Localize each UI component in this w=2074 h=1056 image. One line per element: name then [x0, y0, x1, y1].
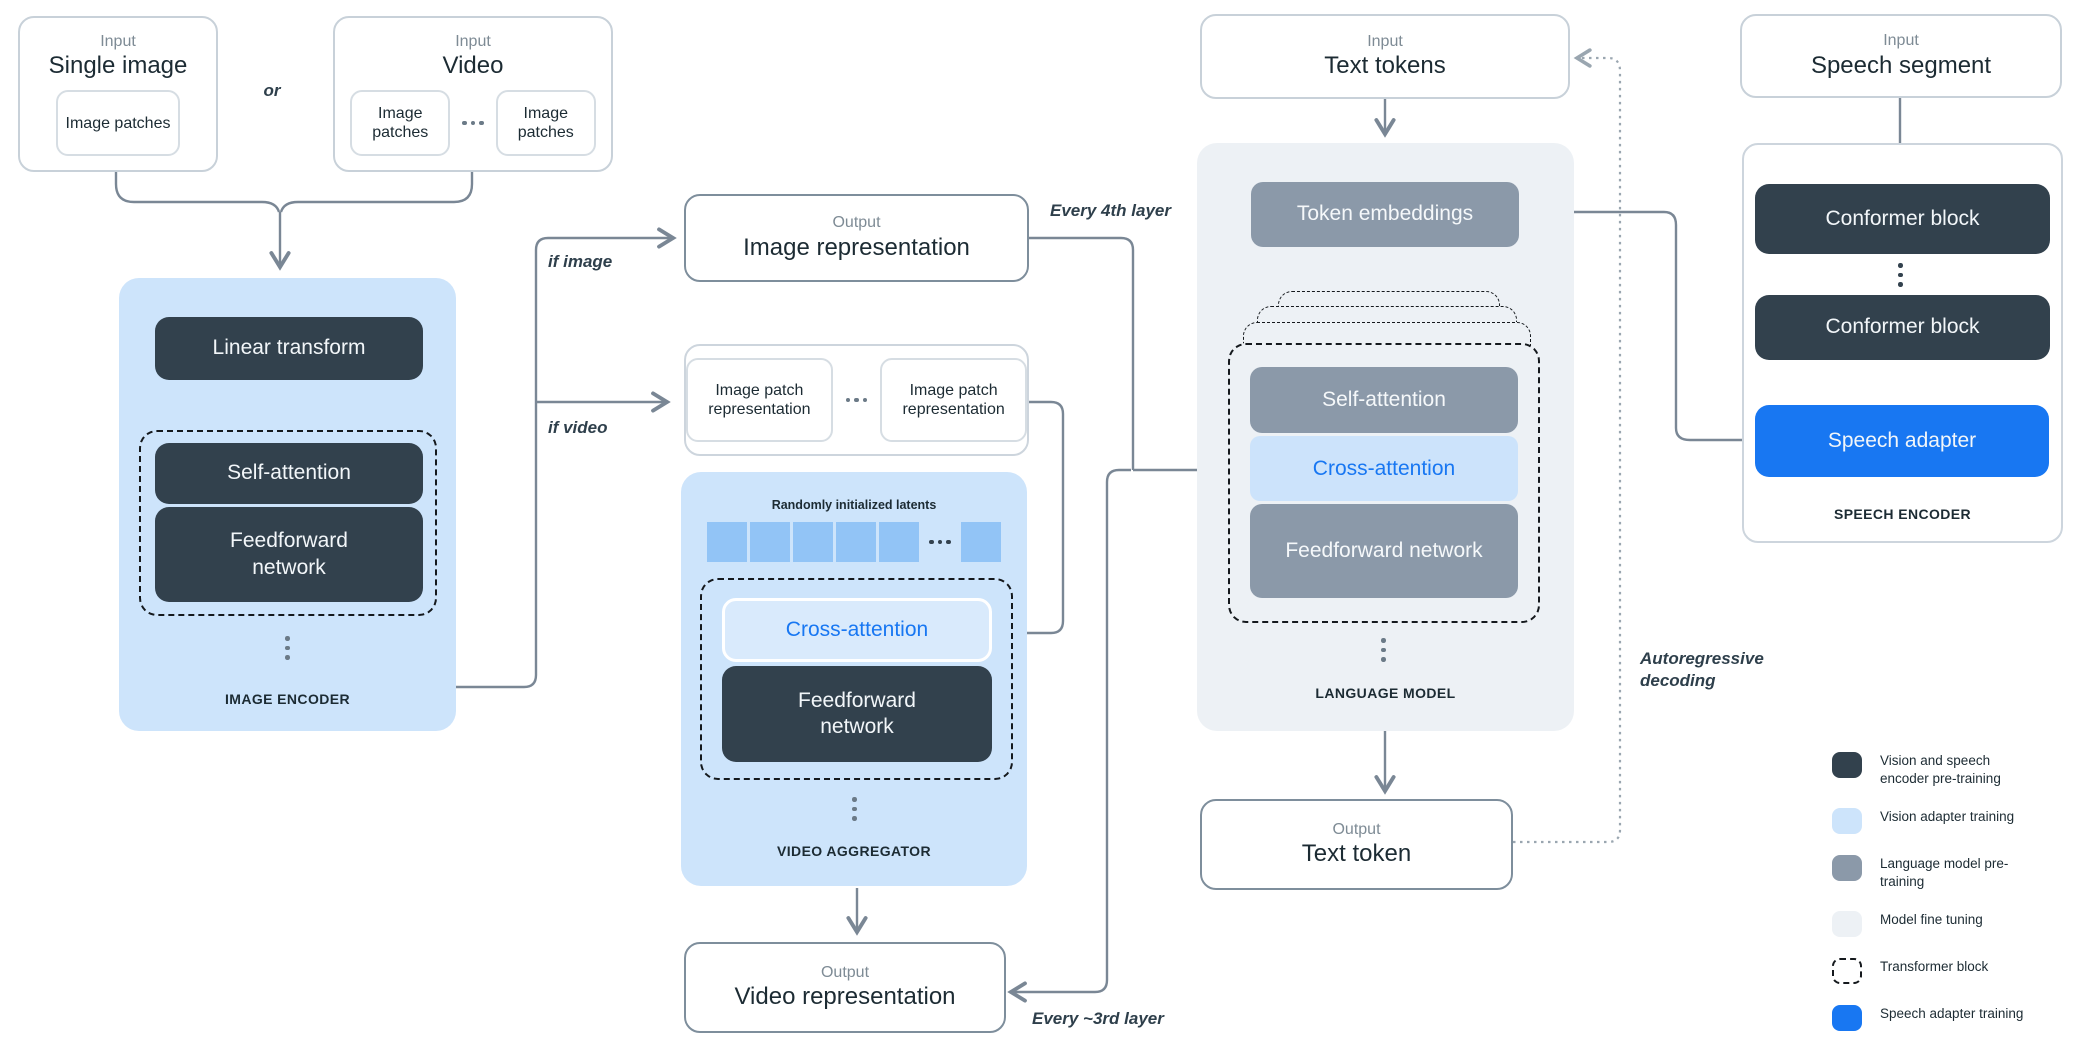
latent-square: [707, 522, 748, 562]
feedforward-block: Feedforward network: [722, 666, 992, 762]
output-text-token-box: Output Text token: [1200, 799, 1513, 890]
output-image-representation-box: Output Image representation: [684, 194, 1029, 282]
legend-label: Speech adapter training: [1880, 1006, 2024, 1022]
input-kicker: Input: [1883, 32, 1919, 50]
transformer-block-outline: [700, 578, 1013, 780]
latent-square: [793, 522, 834, 562]
image-patch-representation-chip: Image patch representation: [880, 358, 1027, 442]
ellipsis-horizontal-icon: [462, 120, 484, 126]
ellipsis-horizontal-icon: [845, 397, 868, 403]
ellipsis-vertical-icon: [285, 636, 290, 660]
every-4th-layer-label: Every 4th layer: [1050, 201, 1171, 220]
input-single-image-box: Input Single image Image patches: [18, 16, 218, 172]
speech-adapter-block: Speech adapter: [1755, 405, 2049, 477]
cross-attention-block: Cross-attention: [1250, 436, 1518, 501]
speech-encoder-container: Conformer block Conformer block Speech a…: [1742, 143, 2063, 543]
latent-square: [836, 522, 877, 562]
output-kicker: Output: [832, 214, 881, 232]
linear-transform-block: Linear transform: [155, 317, 423, 380]
conformer-block-1: Conformer block: [1755, 184, 2050, 254]
latent-square: [879, 522, 920, 562]
video-aggregator-container: Randomly initialized latents Cross-atten…: [681, 472, 1027, 886]
input-speech-segment-title: Speech segment: [1810, 51, 1992, 79]
image-encoder-container: Linear transform Self-attention Feedforw…: [119, 278, 456, 731]
legend-item: Vision and speech encoder pre-training: [1832, 752, 2052, 787]
input-video-box: Input Video Image patches Image patches: [333, 16, 613, 172]
legend-item: Vision adapter training: [1832, 808, 2052, 835]
ellipsis-vertical-icon: [852, 797, 857, 821]
dark-swatch-icon: [1832, 752, 1862, 778]
feedforward-block: Feedforward network: [1250, 504, 1518, 598]
image-patches-chip: Image patches: [495, 90, 596, 157]
ellipsis-horizontal-icon: [929, 539, 951, 545]
output-kicker: Output: [1332, 820, 1381, 838]
input-video-title: Video: [442, 52, 504, 80]
legend-item: Speech adapter training: [1832, 1005, 2052, 1032]
legend-item: Language model pre-training: [1832, 855, 2052, 890]
blue-swatch-icon: [1832, 1005, 1862, 1032]
legend-label: Model fine tuning: [1880, 912, 1983, 928]
dashed-swatch-icon: [1832, 958, 1862, 985]
transformer-block-outline: [139, 430, 437, 616]
if-image-label: if image: [548, 252, 613, 271]
legend-label: Vision adapter training: [1880, 809, 2015, 825]
patch-representations-box: Image patch representation Image patch r…: [684, 344, 1029, 456]
input-text-tokens-title: Text tokens: [1324, 52, 1446, 80]
faint-swatch-icon: [1832, 911, 1862, 938]
feedforward-block: Feedforward network: [155, 507, 423, 602]
autoregressive-decoding-label: Autoregressive decoding: [1640, 649, 1764, 691]
output-video-representation-box: Output Video representation: [684, 942, 1006, 1033]
input-single-image-title: Single image: [48, 52, 188, 80]
speech-encoder-label: SPEECH ENCODER: [1833, 506, 1972, 522]
video-patches-row: Image patches Image patches: [350, 90, 596, 157]
legend-label: Vision and speech encoder pre-training: [1880, 753, 2001, 786]
latents-label: Randomly initialized latents: [771, 498, 937, 512]
input-kicker: Input: [1367, 32, 1403, 50]
language-model-label: LANGUAGE MODEL: [1315, 685, 1456, 701]
image-encoder-label: IMAGE ENCODER: [225, 691, 350, 707]
if-video-label: if video: [548, 418, 608, 437]
output-text-token-title: Text token: [1301, 840, 1412, 868]
cross-attention-block: Cross-attention: [722, 598, 992, 662]
legend-item: Transformer block: [1832, 958, 2052, 985]
image-patch-representation-chip: Image patch representation: [686, 358, 833, 442]
legend-item: Model fine tuning: [1832, 911, 2052, 938]
legend-label: Language model pre-training: [1880, 856, 2009, 889]
latent-square: [960, 522, 1001, 562]
latent-square: [750, 522, 791, 562]
legend: Vision and speech encoder pre-training V…: [1832, 752, 2052, 1052]
token-embeddings-block: Token embeddings: [1251, 182, 1519, 247]
input-text-tokens-box: Input Text tokens: [1200, 14, 1570, 99]
legend-label: Transformer block: [1880, 959, 1989, 975]
self-attention-block: Self-attention: [1250, 367, 1518, 433]
or-label: or: [263, 81, 281, 100]
input-speech-segment-box: Input Speech segment: [1740, 14, 2062, 98]
output-image-representation-title: Image representation: [743, 233, 970, 261]
latents-row: [681, 522, 1027, 562]
output-video-representation-title: Video representation: [734, 983, 956, 1011]
ellipsis-vertical-icon: [1898, 263, 1903, 287]
slate-swatch-icon: [1832, 855, 1862, 882]
input-kicker: Input: [455, 33, 491, 50]
conformer-block-2: Conformer block: [1755, 295, 2050, 360]
image-patches-chip: Image patches: [56, 90, 180, 157]
video-aggregator-label: VIDEO AGGREGATOR: [777, 843, 931, 859]
self-attention-block: Self-attention: [155, 443, 423, 504]
output-kicker: Output: [820, 963, 870, 981]
every-3rd-layer-label: Every ~3rd layer: [1032, 1009, 1164, 1028]
lightblue-swatch-icon: [1832, 808, 1862, 835]
image-patches-chip: Image patches: [350, 90, 451, 157]
input-kicker: Input: [100, 33, 136, 50]
ellipsis-vertical-icon: [1381, 638, 1386, 662]
